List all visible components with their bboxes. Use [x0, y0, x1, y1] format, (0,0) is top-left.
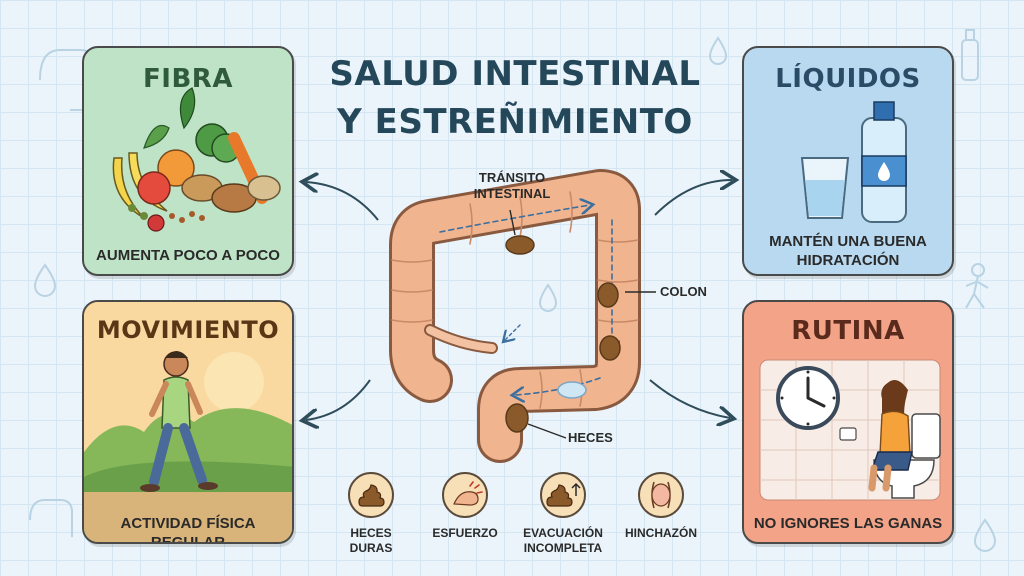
strain-icon [442, 472, 488, 518]
clock-icon [776, 366, 840, 430]
arrow-to-liquidos [654, 180, 732, 216]
toilet-paper-icon [839, 427, 857, 441]
card-title-liquidos: LÍQUIDOS [775, 64, 921, 94]
stool-icon [348, 472, 394, 518]
transit-label: TRÁNSITO INTESTINAL [473, 170, 551, 201]
water-drop-doodle-icon [33, 36, 997, 552]
title-line-2: Y ESTREÑIMIENTO [337, 102, 693, 142]
title-line-1: SALUD INTESTINAL [329, 54, 701, 94]
symptom-heces-duras: HECES DURAS [326, 472, 416, 556]
clock-toilet-icon [759, 359, 941, 501]
card-title-rutina: RUTINA [791, 316, 905, 346]
stool-lumps [505, 235, 621, 433]
card-fibra: FIBRA AUMENTA POCO A POCO [82, 46, 294, 276]
colon-label: COLON [660, 284, 707, 299]
symptom-esfuerzo: ESFUERZO [420, 472, 510, 541]
vegetables-fruits-icon [112, 87, 281, 232]
gas-bubble [557, 381, 587, 399]
card-caption-rutina: NO IGNORES LAS GANAS [753, 515, 943, 532]
card-caption-fibra: AUMENTA POCO A POCO [96, 247, 280, 264]
runner-doodle-icon [965, 263, 989, 309]
arrow-to-movimiento [306, 379, 371, 420]
bottle-doodle-icon [961, 29, 979, 81]
water-glass-bottle-icon [800, 101, 907, 223]
arrow-to-rutina [649, 379, 730, 418]
card-title-movimiento: MOVIMIENTO [96, 316, 280, 344]
card-rutina: RUTINA NO IGNORES LAS GANAS [742, 300, 954, 544]
sitting-person-icon [868, 380, 913, 492]
stool-arrow-icon [540, 472, 586, 518]
card-title-fibra: FIBRA [143, 64, 233, 94]
arrow-to-fibra [306, 182, 379, 221]
heces-label: HECES [568, 430, 613, 445]
colon-illustration [389, 169, 641, 463]
walking-person-icon [84, 302, 292, 542]
symptom-hinchazon: HINCHAZÓN [616, 472, 706, 541]
card-liquidos: LÍQUIDOS MANTÉN UNA BUENA HIDRATACIÓN [742, 46, 954, 276]
page-title: SALUD INTESTINAL Y ESTREÑIMIENTO [300, 50, 730, 146]
card-caption-liquidos: MANTÉN UNA BUENA HIDRATACIÓN [769, 233, 927, 269]
card-caption-movimiento: ACTIVIDAD FÍSICA REGULAR [120, 515, 256, 544]
symptom-evacuacion-incompleta: EVACUACIÓN INCOMPLETA [518, 472, 608, 556]
card-movimiento: MOVIMIENTO ACTIVIDAD FÍSICA REGULAR [82, 300, 294, 544]
bloating-icon [638, 472, 684, 518]
